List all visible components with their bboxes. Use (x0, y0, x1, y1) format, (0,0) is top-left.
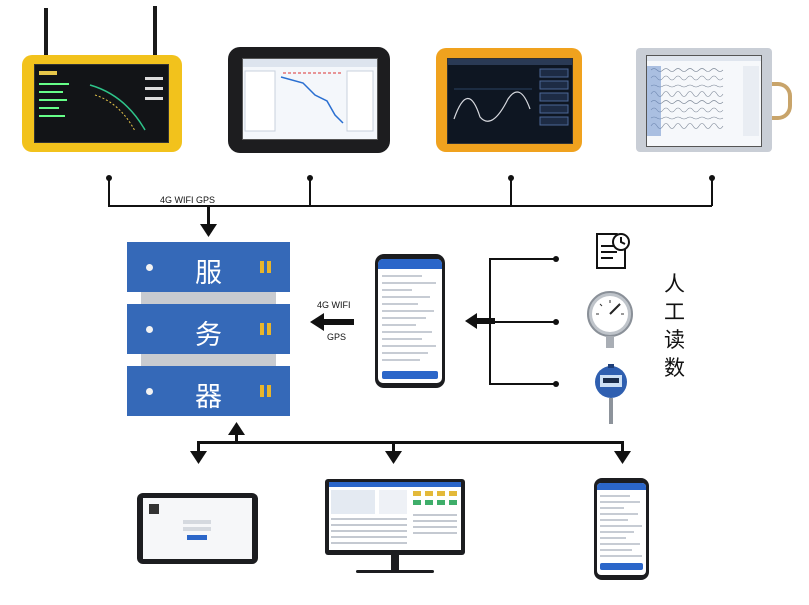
bottom-drop-1 (197, 441, 200, 453)
server-separator (141, 354, 276, 366)
device-screen (34, 64, 169, 143)
stand-handle (770, 82, 792, 120)
dot-2 (307, 175, 313, 181)
server-separator (141, 292, 276, 304)
dial-indicator-icon (595, 364, 627, 424)
server-char-3: 器 (195, 382, 222, 413)
bracket-mid (489, 321, 555, 323)
top-bus-line (108, 205, 712, 207)
tablet-screen (143, 498, 252, 559)
device-screen (447, 58, 573, 144)
dot-bracket-mid (553, 319, 559, 325)
server-in-stem (207, 205, 210, 227)
arrow-down-icon (385, 451, 402, 464)
device-screen (242, 58, 378, 140)
arrow-down-icon (200, 224, 217, 237)
manual-reading-char-2: 工 (664, 300, 685, 324)
arrow-up-icon (228, 422, 245, 435)
server-slab-bottom: 器 (127, 366, 290, 416)
phone-screen (378, 259, 442, 383)
bottom-phone-screen (597, 483, 646, 575)
antenna-left (44, 8, 48, 58)
dot-3 (508, 175, 514, 181)
document-clock-icon (596, 233, 630, 269)
top-network-label: 4G WIFI GPS (160, 195, 216, 205)
drop-4 (711, 178, 713, 206)
bottom-bus-line (197, 441, 624, 444)
arrow-down-icon (190, 451, 207, 464)
server-slab-mid: 务 (127, 304, 290, 354)
monitor-screen (329, 482, 461, 550)
device-screen (646, 55, 762, 147)
bracket-top (489, 258, 555, 260)
pressure-gauge-icon (587, 291, 633, 348)
drop-2 (309, 178, 311, 206)
monitor-base (356, 570, 434, 573)
bottom-drop-3 (621, 441, 624, 453)
dot-1 (106, 175, 112, 181)
manual-reading-char-4: 数 (664, 356, 685, 380)
arrow-down-icon (614, 451, 631, 464)
dot-bracket-top (553, 256, 559, 262)
mid-network-label-line2: GPS (327, 332, 347, 342)
server-char-2: 务 (195, 320, 222, 351)
server-out-stem (235, 434, 238, 442)
arrow-left-icon (310, 313, 354, 331)
manual-reading-char-1: 人 (664, 272, 685, 296)
drop-3 (510, 178, 512, 206)
bracket-bottom (489, 383, 555, 385)
server-char-1: 服 (195, 258, 222, 289)
dot-4 (709, 175, 715, 181)
antenna-right (153, 6, 157, 58)
drop-1 (108, 178, 110, 206)
monitor-stand (391, 555, 399, 571)
manual-reading-char-3: 读 (664, 328, 685, 352)
arrow-left-icon (465, 313, 495, 329)
mid-network-label-line1: 4G WIFI (317, 300, 351, 310)
server-slab-top: 服 (127, 242, 290, 292)
dot-bracket-bottom (553, 381, 559, 387)
bottom-drop-2 (392, 441, 395, 453)
